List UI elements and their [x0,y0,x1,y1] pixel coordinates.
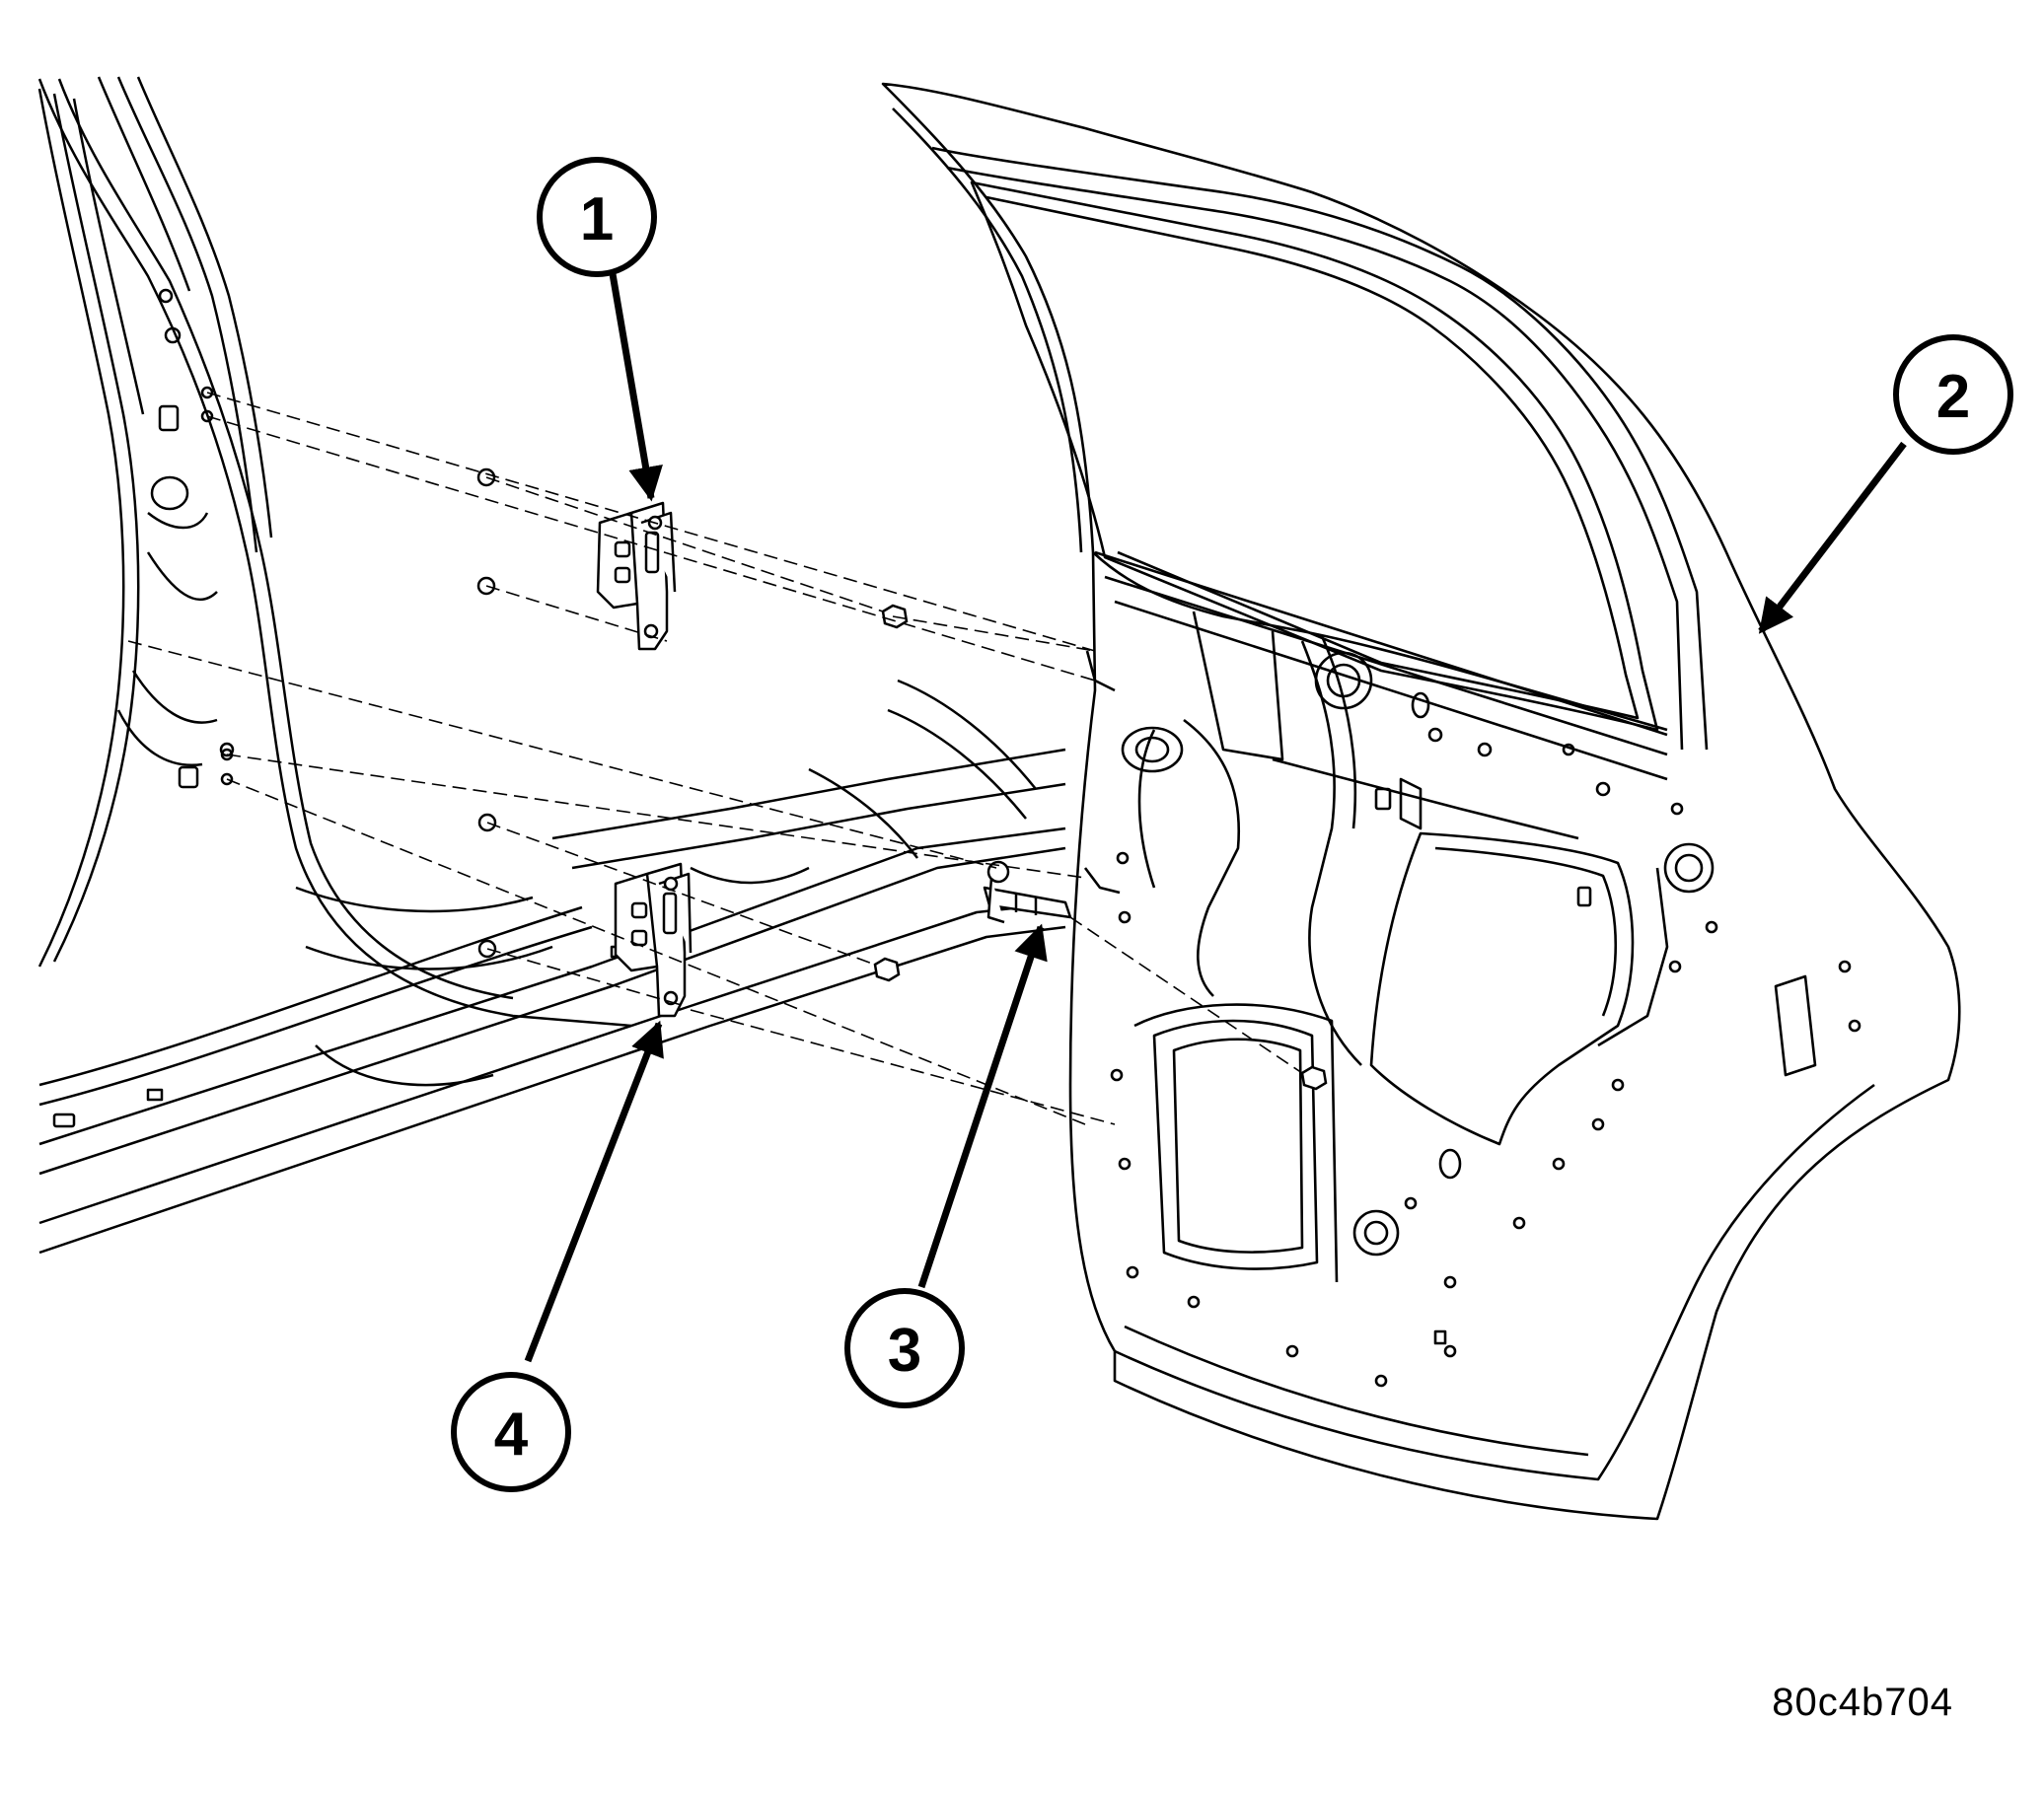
rear-door [881,82,1961,1521]
figure-id-label: 80c4b704 [1772,1681,1953,1724]
upper-door-hinge [596,501,677,651]
callout-1: 1 [537,157,657,277]
callout-2-label: 2 [1936,363,1970,431]
leader-arrows [524,267,1907,1363]
leader-arrow-3 [917,923,1048,1289]
leader-arrow-4 [524,1020,664,1363]
b-pillar-body [37,76,632,1028]
leader-arrow-1 [608,267,663,502]
callout-1-label: 1 [580,185,614,253]
door-check-strap [983,860,1072,924]
callout-2: 2 [1893,334,2013,455]
callout-3: 3 [844,1288,965,1408]
alignment-lines [127,392,1303,1125]
callout-4-label: 4 [494,1401,529,1469]
leader-arrow-2 [1758,441,1907,634]
lower-door-hinge [614,862,693,1018]
callout-4: 4 [451,1372,571,1492]
callout-3-label: 3 [888,1317,921,1385]
